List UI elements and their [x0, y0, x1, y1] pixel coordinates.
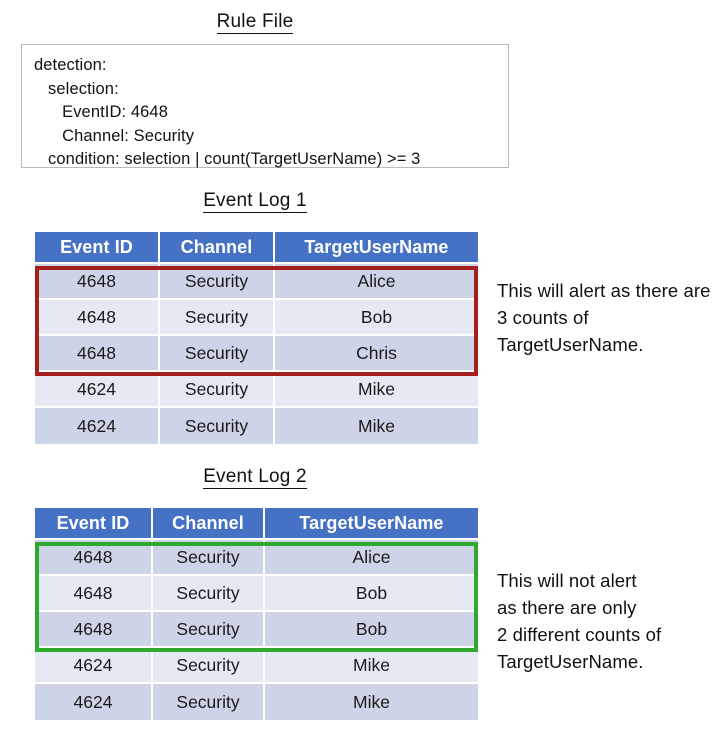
table-row: 4648 Security Chris: [35, 336, 478, 372]
cell-channel: Security: [160, 300, 275, 336]
cell-event-id: 4624: [35, 684, 153, 720]
cell-event-id: 4648: [35, 300, 160, 336]
event-log-1-table: Event ID Channel TargetUserName 4648 Sec…: [35, 232, 478, 444]
cell-target-user-name: Alice: [265, 540, 478, 576]
cell-target-user-name: Bob: [265, 576, 478, 612]
cell-channel: Security: [153, 648, 265, 684]
table-row: 4624 Security Mike: [35, 372, 478, 408]
cell-channel: Security: [160, 372, 275, 408]
cell-target-user-name: Bob: [265, 612, 478, 648]
cell-target-user-name: Mike: [275, 372, 478, 408]
cell-target-user-name: Bob: [275, 300, 478, 336]
event-log-2-title: Event Log 2: [0, 465, 510, 489]
cell-channel: Security: [160, 408, 275, 444]
event-log-1-title: Event Log 1: [0, 189, 510, 213]
cell-channel: Security: [153, 576, 265, 612]
cell-event-id: 4648: [35, 336, 160, 372]
table-row: 4624 Security Mike: [35, 648, 478, 684]
column-header-event-id: Event ID: [35, 508, 153, 540]
event-log-2-annotation: This will not alert as there are only 2 …: [497, 570, 662, 672]
table-row: 4648 Security Bob: [35, 576, 478, 612]
cell-event-id: 4648: [35, 612, 153, 648]
table-row: 4648 Security Alice: [35, 540, 478, 576]
cell-event-id: 4624: [35, 648, 153, 684]
cell-event-id: 4648: [35, 576, 153, 612]
table-header-row: Event ID Channel TargetUserName: [35, 508, 478, 540]
cell-channel: Security: [160, 264, 275, 300]
event-log-1-title-text: Event Log 1: [203, 190, 307, 213]
cell-channel: Security: [153, 684, 265, 720]
table-row: 4648 Security Bob: [35, 612, 478, 648]
cell-channel: Security: [160, 336, 275, 372]
cell-event-id: 4624: [35, 372, 160, 408]
column-header-channel: Channel: [153, 508, 265, 540]
rule-file-title: Rule File: [0, 10, 510, 34]
rule-file-title-text: Rule File: [216, 11, 294, 34]
cell-channel: Security: [153, 540, 265, 576]
column-header-channel: Channel: [160, 232, 275, 264]
rule-file-code: detection: selection: EventID: 4648 Chan…: [34, 56, 421, 168]
event-log-2-table: Event ID Channel TargetUserName 4648 Sec…: [35, 508, 478, 720]
table-row: 4624 Security Mike: [35, 408, 478, 444]
cell-event-id: 4648: [35, 264, 160, 300]
cell-event-id: 4624: [35, 408, 160, 444]
cell-target-user-name: Chris: [275, 336, 478, 372]
table-header-row: Event ID Channel TargetUserName: [35, 232, 478, 264]
cell-event-id: 4648: [35, 540, 153, 576]
event-log-2-title-text: Event Log 2: [203, 466, 307, 489]
rule-file-box: detection: selection: EventID: 4648 Chan…: [21, 44, 509, 168]
cell-target-user-name: Mike: [265, 648, 478, 684]
table-row: 4624 Security Mike: [35, 684, 478, 720]
column-header-target-user-name: TargetUserName: [265, 508, 478, 540]
column-header-event-id: Event ID: [35, 232, 160, 264]
column-header-target-user-name: TargetUserName: [275, 232, 478, 264]
event-log-1-annotation: This will alert as there are 3 counts of…: [497, 280, 711, 355]
cell-target-user-name: Mike: [265, 684, 478, 720]
cell-target-user-name: Alice: [275, 264, 478, 300]
table-row: 4648 Security Bob: [35, 300, 478, 336]
cell-channel: Security: [153, 612, 265, 648]
table-row: 4648 Security Alice: [35, 264, 478, 300]
cell-target-user-name: Mike: [275, 408, 478, 444]
